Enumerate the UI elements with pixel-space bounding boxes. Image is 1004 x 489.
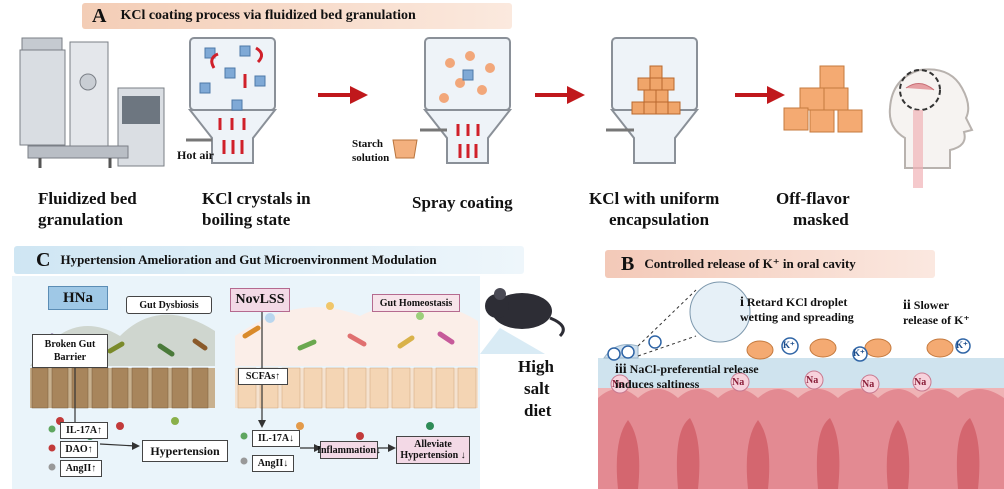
k-label-2: K⁺	[853, 348, 865, 358]
coated-kcl-cubes-icon	[783, 65, 863, 133]
panel-c-banner: C Hypertension Amelioration and Gut Micr…	[14, 246, 524, 274]
gut-homeostasis-label: Gut Homeostasis	[372, 294, 460, 312]
diet-line3: diet	[524, 401, 552, 420]
hna-box: HNa	[48, 286, 108, 310]
panel-a-illustration	[19, 37, 974, 188]
spray-coating-chamber-icon	[392, 37, 513, 164]
k-label-3: K⁺	[956, 340, 968, 350]
step-fluidized-bed-line1: Fluidized bed	[38, 189, 137, 208]
panel-c-title: Hypertension Amelioration and Gut Microe…	[60, 252, 437, 267]
note-ii: ii Slower release of K⁺	[903, 298, 970, 328]
step-masked-line2: masked	[793, 210, 849, 229]
mouse-icon	[480, 288, 565, 354]
alleviate-line1: Alleviate	[414, 439, 452, 450]
step-masked-line1: Off-flavor	[776, 189, 850, 208]
diet-line1: High	[518, 357, 554, 376]
panel-b-letter: B	[621, 252, 635, 275]
k-label-1: K⁺	[783, 340, 795, 350]
hot-air-label: Hot air	[177, 148, 214, 162]
note-i-line1: Retard KCl droplet	[746, 295, 848, 309]
boiling-chamber-icon	[186, 37, 278, 164]
step-fluidized-bed-line2: granulation	[38, 210, 124, 229]
step-encapsulation-line1: KCl with uniform	[589, 189, 720, 208]
note-iii-line2: induces saltiness	[615, 377, 700, 391]
note-ii-line2: release of K⁺	[903, 313, 970, 327]
panel-a-letter: A	[92, 4, 107, 27]
note-ii-num: ii	[903, 298, 911, 313]
broken-barrier-box: Broken Gut Barrier	[32, 334, 108, 368]
scfas-box: SCFAs↑	[238, 368, 288, 385]
diet-line2: salt	[524, 379, 550, 398]
alleviate-box: Alleviate Hypertension ↓	[396, 436, 470, 464]
na-label-5: Na	[914, 377, 927, 388]
na-label-2: Na	[732, 377, 745, 388]
step-encapsulation-line2: encapsulation	[609, 210, 710, 229]
panel-a-banner: A KCl coating process via fluidized bed …	[82, 3, 512, 29]
note-ii-line1: Slower	[913, 298, 950, 312]
note-i-num: i	[740, 295, 744, 310]
panel-b-banner: B Controlled release of K⁺ in oral cavit…	[605, 250, 935, 278]
hypertension-box: Hypertension	[142, 440, 228, 462]
angii-up-box: AngII↑	[60, 460, 102, 477]
step-spray-coating: Spray coating	[412, 193, 513, 212]
step-boiling-line1: KCl crystals in	[202, 189, 311, 208]
human-head-icon	[888, 68, 974, 188]
broken-barrier-line1: Broken Gut	[44, 339, 96, 350]
il17a-down-box: IL-17A↓	[252, 430, 300, 447]
alleviate-line2: Hypertension ↓	[400, 450, 466, 461]
broken-barrier-line2: Barrier	[53, 352, 87, 363]
angii-down-box: AngII↓	[252, 455, 294, 472]
step-boiling-line2: boiling state	[202, 210, 291, 229]
note-iii-line1: NaCl-preferential release	[629, 362, 759, 376]
il17a-up-box: IL-17A↑	[60, 422, 108, 439]
starch-label-line2: solution	[352, 152, 390, 164]
novlss-box: NovLSS	[230, 288, 290, 312]
panel-a-title: KCl coating process via fluidized bed gr…	[120, 8, 416, 23]
panel-b-title: Controlled release of K⁺ in oral cavity	[644, 256, 856, 271]
panel-c-letter: C	[36, 248, 51, 271]
panel-b-illustration	[598, 280, 1004, 489]
inflammation-box: Inflammation↓	[317, 441, 381, 459]
broken-gut-villi-icon	[30, 367, 215, 440]
na-label-1: Na	[612, 379, 625, 390]
dao-up-box: DAO↑	[60, 441, 98, 458]
encapsulation-chamber-icon	[606, 37, 700, 164]
na-label-3: Na	[806, 375, 819, 386]
na-label-4: Na	[862, 379, 875, 390]
note-i: i Retard KCl droplet wetting and spreadi…	[740, 295, 854, 325]
note-iii-num: iii	[615, 362, 627, 377]
gut-dysbiosis-label: Gut Dysbiosis	[126, 296, 212, 314]
note-i-line2: wetting and spreading	[740, 310, 854, 324]
note-iii: iii NaCl-preferential release induces sa…	[615, 362, 759, 391]
starch-label-line1: Starch	[352, 138, 383, 150]
fluidized-bed-machine-icon	[19, 37, 165, 168]
